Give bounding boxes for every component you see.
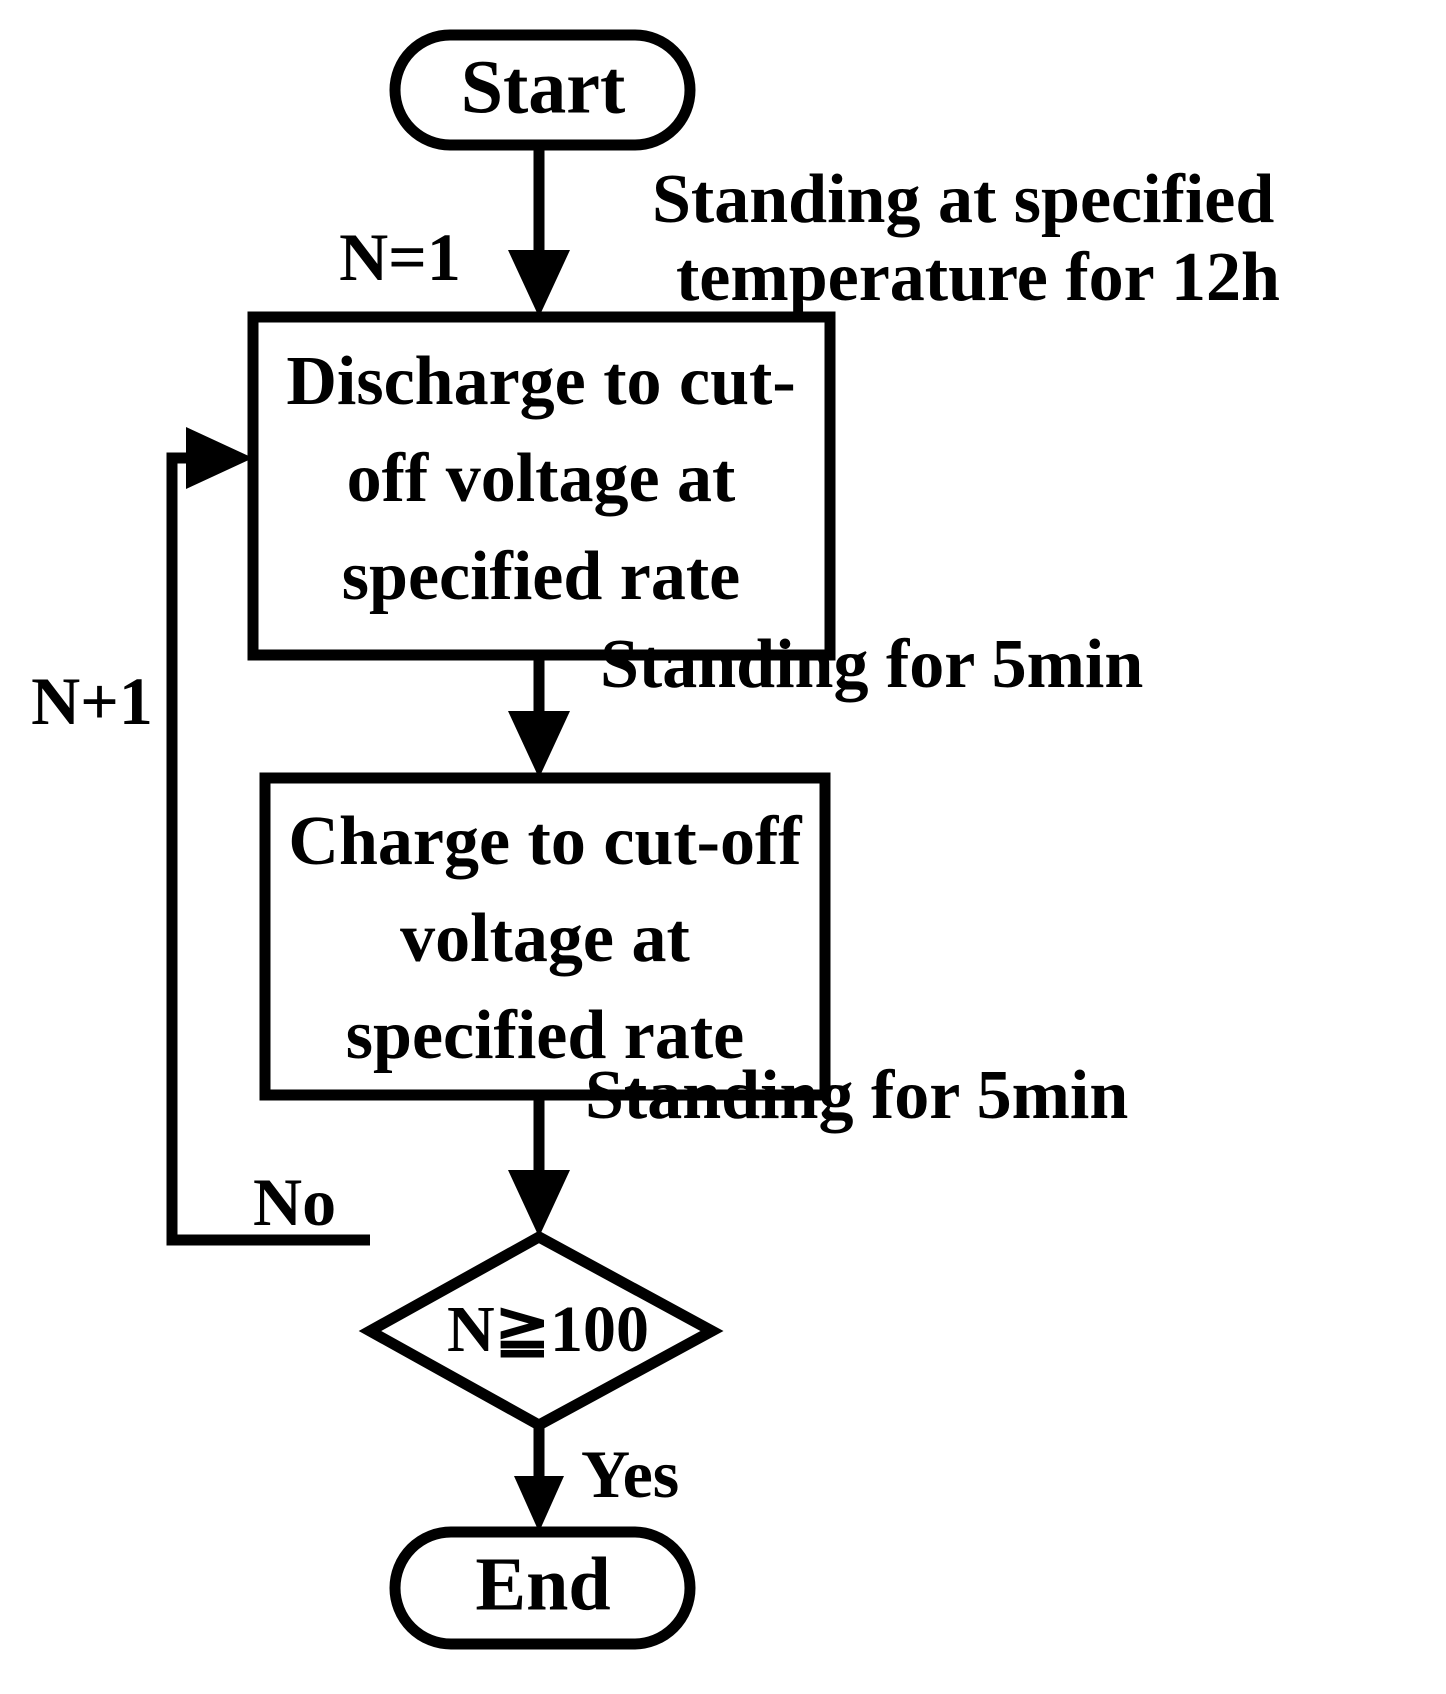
edge-label-branch-yes: Yes bbox=[581, 1436, 679, 1512]
node-charge[interactable]: Charge to cut-off voltage at specified r… bbox=[259, 772, 831, 1101]
node-start-label: Start bbox=[461, 45, 626, 129]
node-end-label: End bbox=[475, 1542, 610, 1626]
connector-decision-to-end bbox=[514, 1425, 564, 1532]
node-end[interactable]: End bbox=[389, 1526, 696, 1650]
edge-label-standing-12h-line-2: temperature for 12h bbox=[676, 239, 1280, 316]
node-decision-label: N≧100 bbox=[447, 1293, 649, 1366]
node-discharge-line-3: specified rate bbox=[342, 538, 740, 615]
connector-charge-to-decision bbox=[508, 1095, 570, 1237]
node-charge-line-2: voltage at bbox=[400, 900, 690, 977]
connector-start-to-discharge bbox=[508, 145, 570, 317]
edge-label-standing-12h-line-1: Standing at specified bbox=[652, 161, 1274, 238]
node-discharge-line-2: off voltage at bbox=[347, 440, 736, 517]
edge-label-branch-no: No bbox=[253, 1164, 336, 1240]
node-decision[interactable]: N≧100 bbox=[358, 1230, 724, 1432]
connector-discharge-to-charge bbox=[508, 655, 570, 778]
edge-label-standing-5min-a: Standing for 5min bbox=[600, 626, 1143, 703]
node-charge-line-1: Charge to cut-off bbox=[288, 803, 802, 880]
connector-decision-no-feedback bbox=[166, 427, 370, 1246]
edge-label-increment: N+1 bbox=[31, 663, 153, 739]
node-discharge[interactable]: Discharge to cut- off voltage at specifi… bbox=[247, 311, 836, 661]
node-discharge-line-1: Discharge to cut- bbox=[286, 343, 795, 420]
edge-label-standing-5min-b: Standing for 5min bbox=[585, 1057, 1128, 1134]
node-charge-line-3: specified rate bbox=[346, 997, 744, 1074]
edge-label-init-counter: N=1 bbox=[339, 219, 461, 295]
node-start[interactable]: Start bbox=[389, 29, 696, 151]
